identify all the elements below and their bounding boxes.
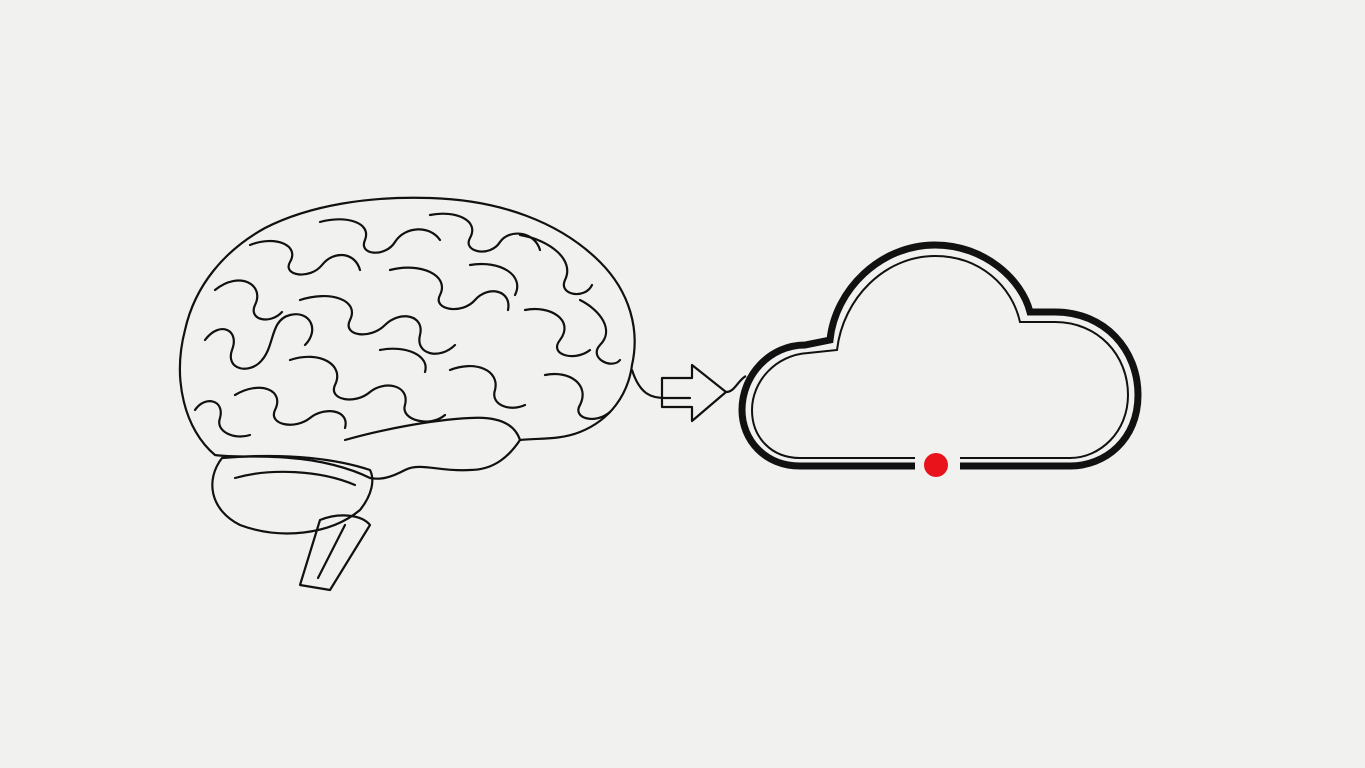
brain-outline (178, 196, 636, 480)
cloud-icon (738, 241, 1142, 470)
cerebellum (211, 454, 374, 535)
connector-wire (630, 368, 692, 400)
arrow-right-icon (660, 363, 747, 423)
brain-stem (298, 514, 372, 592)
brain-icon (178, 196, 692, 592)
red-dot-indicator (924, 453, 948, 477)
